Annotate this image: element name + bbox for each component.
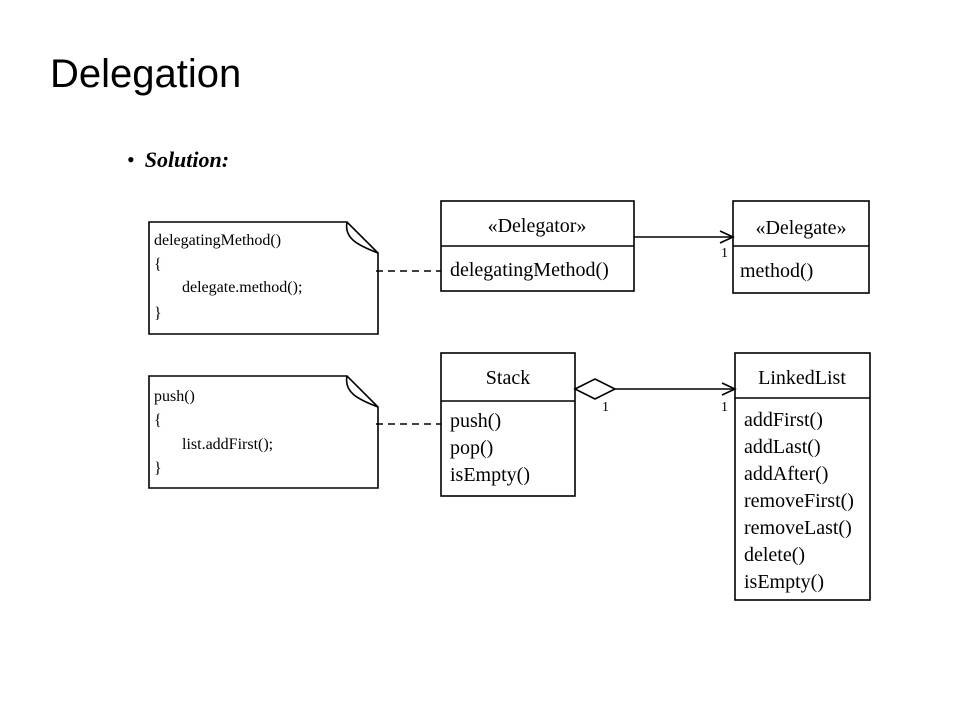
stack-method: push() xyxy=(450,410,501,432)
note-top-line: } xyxy=(154,305,162,322)
stack-method: pop() xyxy=(450,437,493,459)
note-top-fold xyxy=(345,221,379,254)
multiplicity-linkedlist: 1 xyxy=(721,400,728,415)
note-top-line: delegate.method(); xyxy=(182,279,302,296)
note-bottom-line: list.addFirst(); xyxy=(182,436,273,453)
stack-method: isEmpty() xyxy=(450,464,530,486)
linkedlist-method: removeFirst() xyxy=(744,490,854,512)
bullet-item: • Solution: xyxy=(127,146,229,174)
linkedlist-class-box xyxy=(734,352,871,601)
delegate-class-box xyxy=(732,200,870,294)
delegate-method: method() xyxy=(740,260,813,282)
bullet-dot: • xyxy=(127,147,135,172)
note-bottom-line: push() xyxy=(154,388,195,405)
linkedlist-method: isEmpty() xyxy=(744,571,824,593)
multiplicity-stack: 1 xyxy=(602,400,609,415)
delegator-stereotype: «Delegator» xyxy=(488,215,587,237)
linkedlist-method: addLast() xyxy=(744,436,821,458)
delegator-method: delegatingMethod() xyxy=(450,259,609,281)
note-top-line: delegatingMethod() xyxy=(154,232,281,249)
linkedlist-method: addAfter() xyxy=(744,463,828,485)
bullet-text: Solution: xyxy=(144,147,230,172)
note-top-line: { xyxy=(154,256,162,273)
note-top-outline xyxy=(148,221,379,335)
stack-class-name: Stack xyxy=(486,367,530,389)
note-bottom-line: } xyxy=(154,460,162,477)
aggregation-diamond xyxy=(573,378,617,400)
delegate-stereotype: «Delegate» xyxy=(755,217,846,239)
note-bottom-outline xyxy=(148,375,379,489)
slide-title: Delegation xyxy=(50,52,242,96)
linkedlist-method: removeLast() xyxy=(744,517,852,539)
note-bottom-fold xyxy=(345,375,379,408)
multiplicity-delegate: 1 xyxy=(721,246,728,261)
note-bottom-line: { xyxy=(154,412,162,429)
stack-class-box xyxy=(440,352,576,497)
linkedlist-method: delete() xyxy=(744,544,805,566)
aggregation-arrowhead xyxy=(721,382,737,396)
linkedlist-method: addFirst() xyxy=(744,409,823,431)
linkedlist-class-name: LinkedList xyxy=(758,367,846,389)
association-arrowhead-top xyxy=(719,230,735,244)
